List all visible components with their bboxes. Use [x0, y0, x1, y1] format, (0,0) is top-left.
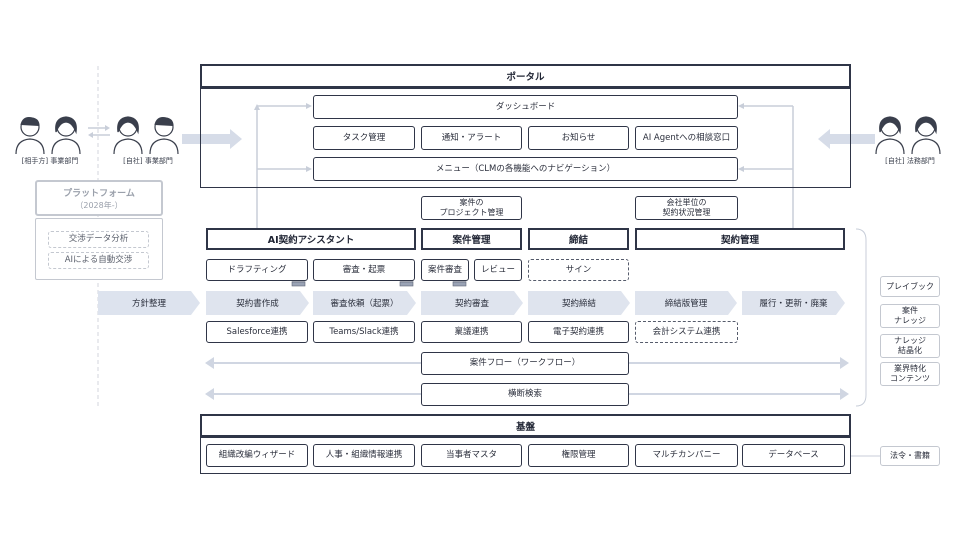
counterparty-people-icon [15, 116, 81, 155]
menu-navigation-button[interactable]: メニュー（CLMの各機能へのナビゲーション） [313, 157, 738, 181]
legal-people-icon [875, 116, 941, 155]
review-request-tool[interactable]: 審査・起票 [313, 259, 415, 281]
review-tool[interactable]: レビュー [474, 259, 522, 281]
case-workflow-box[interactable]: 案件フロー（ワークフロー） [421, 352, 629, 375]
flow-step: 締結版管理 [635, 291, 737, 315]
case-review-tool[interactable]: 案件審査 [421, 259, 469, 281]
database[interactable]: データベース [742, 444, 845, 467]
esign-integration[interactable]: 電子契約連携 [528, 321, 629, 343]
org-restructure-wizard[interactable]: 組織改編ウィザード [206, 444, 308, 467]
platform-item: 交渉データ分析 [48, 231, 149, 248]
task-management-button[interactable]: タスク管理 [313, 126, 415, 150]
multi-company[interactable]: マルチカンパニー [635, 444, 738, 467]
platform-subtitle: （2028年-） [75, 201, 123, 210]
announcements-button[interactable]: お知らせ [528, 126, 629, 150]
knowledge-crystallization-box: ナレッジ 結晶化 [880, 334, 940, 358]
flow-step: 履行・更新・廃棄 [742, 291, 845, 315]
case-knowledge-box: 案件 ナレッジ [880, 304, 940, 328]
foundation-frame [200, 437, 851, 474]
salesforce-integration[interactable]: Salesforce連携 [206, 321, 308, 343]
party-master[interactable]: 当事者マスタ [421, 444, 522, 467]
contract-management-header: 契約管理 [635, 228, 845, 250]
cross-search-box[interactable]: 横断検索 [421, 383, 629, 406]
hr-org-integration[interactable]: 人事・組織情報連携 [313, 444, 415, 467]
dashboard-button[interactable]: ダッシュボード [313, 95, 738, 119]
platform-items-box [35, 218, 163, 280]
accounting-integration[interactable]: 会計システム連携 [635, 321, 738, 343]
law-books-box: 法令・書籍 [880, 446, 940, 466]
company-contract-status-box: 会社単位の 契約状況管理 [635, 196, 738, 220]
platform-title-box [35, 180, 163, 216]
flow-step: 審査依頼（起票） [313, 291, 416, 315]
playbook-box: プレイブック [880, 276, 940, 297]
own-business-people-icon [113, 116, 179, 155]
platform-title: プラットフォーム [63, 189, 135, 199]
flow-step: 契約書作成 [206, 291, 309, 315]
case-management-header: 案件管理 [421, 228, 522, 250]
teams-slack-integration[interactable]: Teams/Slack連携 [313, 321, 415, 343]
permission-management[interactable]: 権限管理 [528, 444, 629, 467]
project-management-box: 案件の プロジェクト管理 [421, 196, 522, 220]
legal-label: [自社] 法務部門 [885, 157, 935, 165]
portal-header: ポータル [200, 64, 851, 88]
industry-content-box: 業界特化 コンテンツ [880, 362, 940, 386]
drafting-tool[interactable]: ドラフティング [206, 259, 308, 281]
sign-tool[interactable]: サイン [528, 259, 629, 281]
ai-assistant-header: AI契約アシスタント [206, 228, 416, 250]
ringi-integration[interactable]: 稟議連携 [421, 321, 522, 343]
counterparty-label: [相手方] 事業部門 [21, 157, 79, 165]
platform-item: AIによる自動交渉 [48, 252, 149, 269]
signing-header: 締結 [528, 228, 629, 250]
notification-alert-button[interactable]: 通知・アラート [421, 126, 522, 150]
foundation-header: 基盤 [200, 414, 851, 437]
portal-frame [200, 88, 851, 188]
ai-agent-consult-button[interactable]: AI Agentへの相談窓口 [635, 126, 738, 150]
flow-step: 契約締結 [528, 291, 630, 315]
flow-step: 契約審査 [421, 291, 523, 315]
flow-step-policy: 方針整理 [98, 291, 200, 315]
own-business-label: [自社] 事業部門 [123, 157, 173, 165]
